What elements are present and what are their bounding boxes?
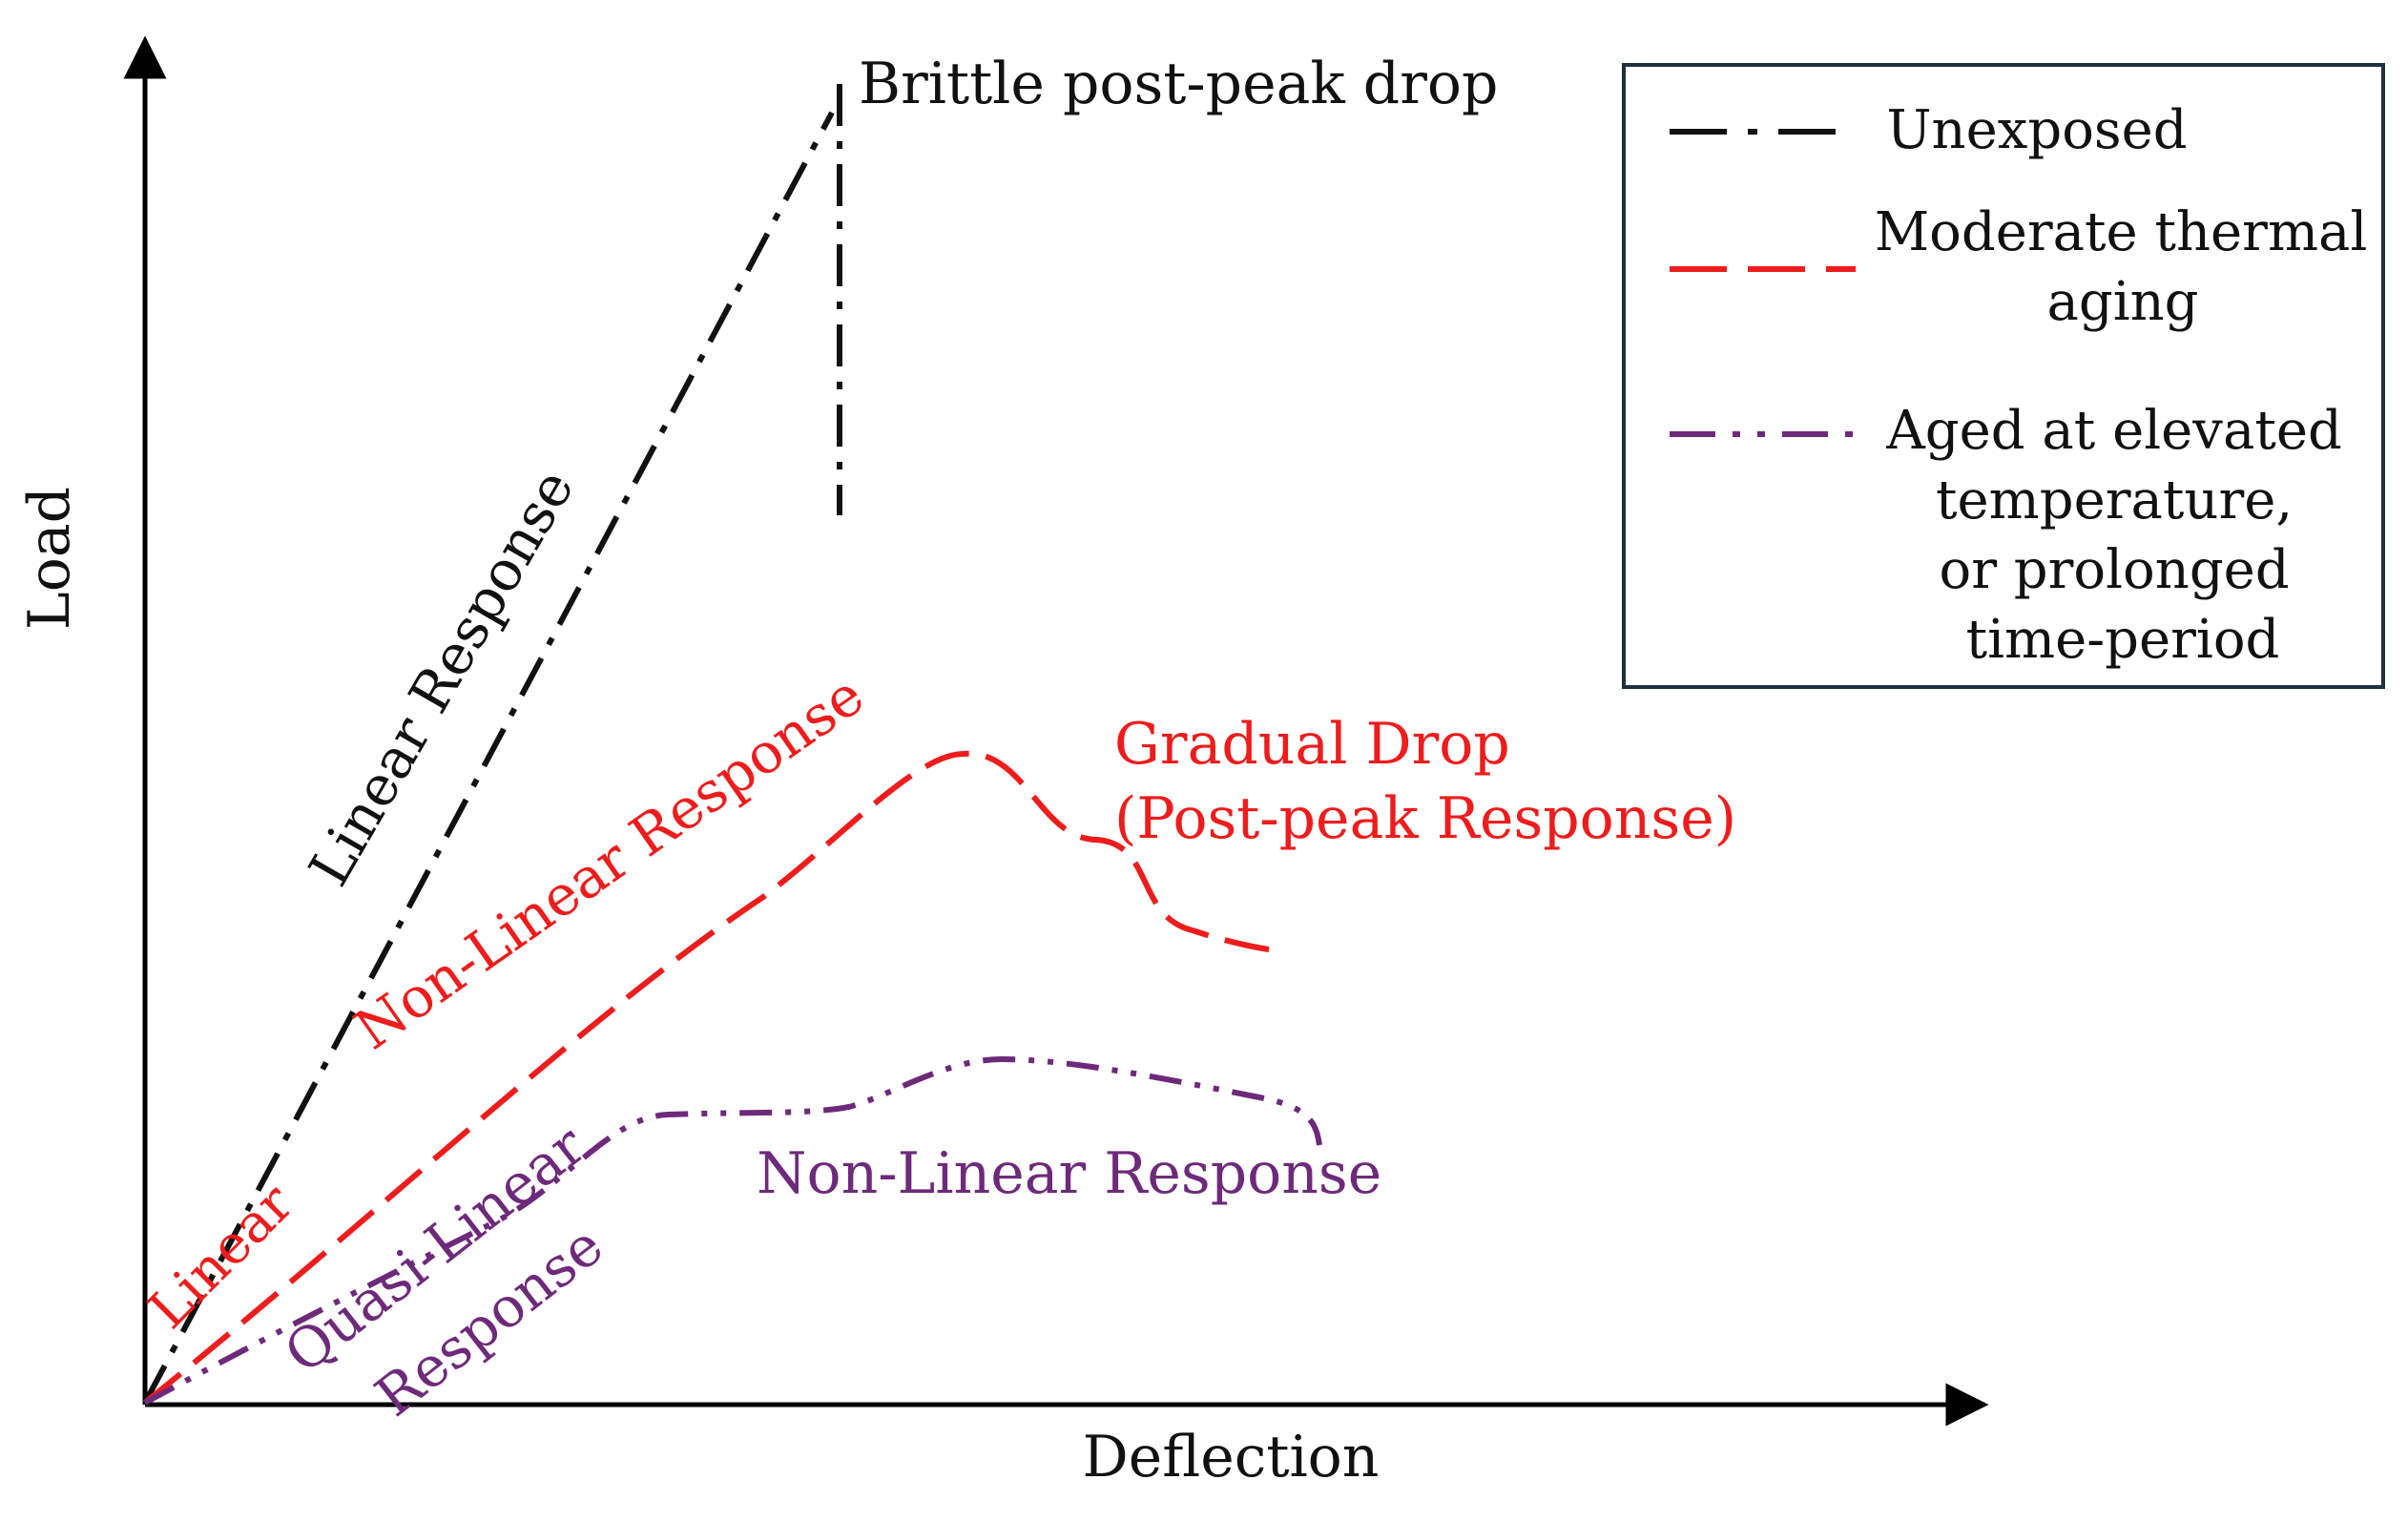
moderate-aging-curve bbox=[143, 750, 1270, 1406]
unexposed-curve bbox=[142, 111, 835, 1405]
legend-label-aged: Aged at elevated temperature, or prolong… bbox=[1885, 400, 2358, 671]
aged-curve bbox=[143, 1055, 1322, 1406]
legend: Unexposed Moderate thermal aging Aged at… bbox=[1622, 63, 2385, 689]
post-peak-response-label: (Post-peak Response) bbox=[1114, 785, 1736, 852]
legend-box bbox=[1622, 63, 2385, 689]
linear-small-label: Linear bbox=[137, 1173, 306, 1342]
gradual-drop-label: Gradual Drop bbox=[1114, 711, 1510, 778]
legend-label-moderate: Moderate thermal aging bbox=[1875, 201, 2384, 333]
nonlinear-response-purple-label: Non-Linear Response bbox=[757, 1140, 1381, 1207]
x-axis-label: Deflection bbox=[1083, 1424, 1380, 1491]
linear-response-label: Linear Response bbox=[297, 459, 587, 897]
y-axis-label: Load bbox=[16, 487, 83, 630]
brittle-drop-label: Brittle post-peak drop bbox=[859, 51, 1498, 117]
legend-label-unexposed: Unexposed bbox=[1886, 99, 2187, 161]
